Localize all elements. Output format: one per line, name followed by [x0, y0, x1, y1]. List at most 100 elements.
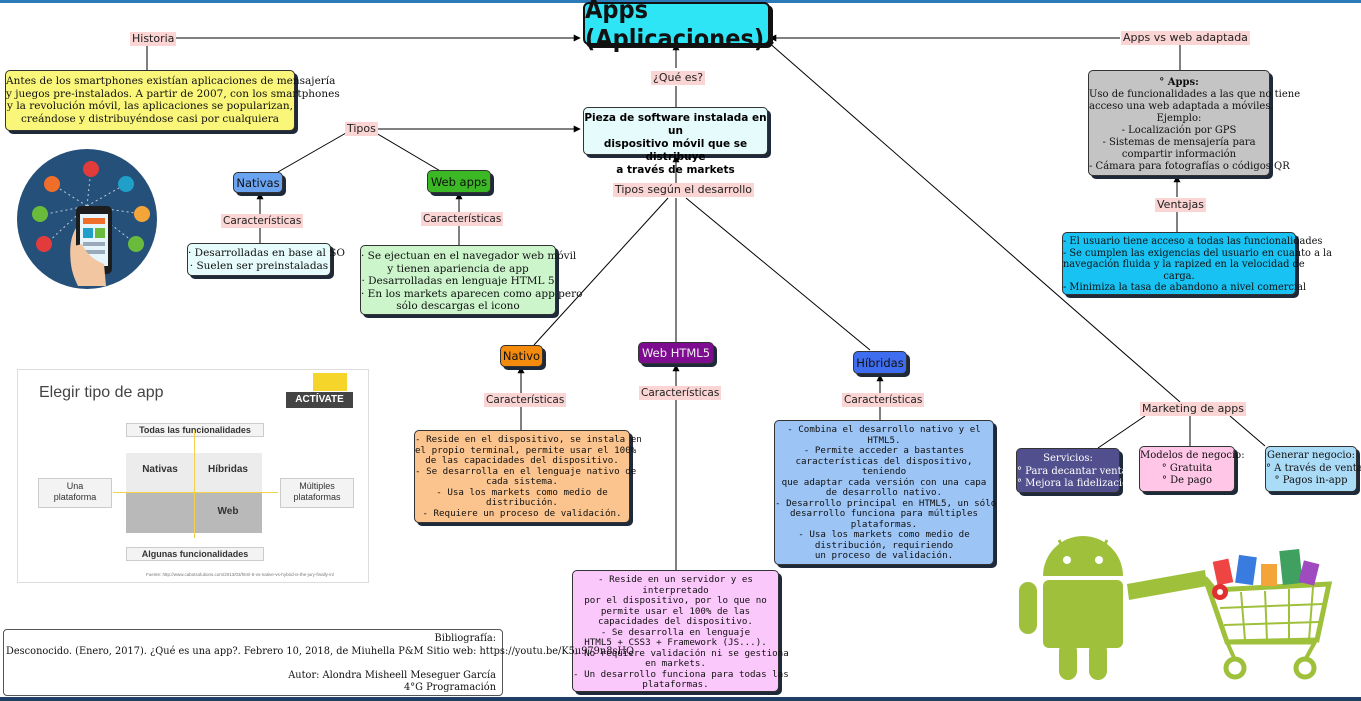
hibridas-line: distribución, requiriendo	[814, 539, 954, 551]
modelos-line: ° De pago	[1161, 475, 1213, 486]
nativo-line: - Reside en el dispositivo, se instala e…	[415, 434, 642, 445]
matrix-title: Elegir tipo de app	[39, 384, 164, 401]
link-label-apps-vs-web: Apps vs web adaptada	[1121, 31, 1250, 45]
matrix-v-axis	[194, 430, 195, 538]
nativo-box: - Reside en el dispositivo, se instala e…	[414, 430, 642, 523]
hibridas-line: un proceso de validación.	[814, 550, 954, 561]
apps-line: Uso de funcionalidades a las que no tien…	[1089, 89, 1301, 100]
hibridas-line: que adaptar cada versión con una capa	[781, 476, 987, 488]
servicios-line: Servicios:	[1043, 453, 1093, 464]
generar-line: Generar negocio:	[1267, 450, 1355, 461]
hibridas-line: características del dispositivo,	[795, 455, 973, 467]
matrix-right-line: Múltiples	[299, 481, 335, 491]
html5-line: - Reside en un servidor y es	[598, 574, 753, 585]
matrix-source: Fuente: http://www.cabotsolutions.com/20…	[146, 572, 335, 577]
bottom-border	[0, 697, 1361, 701]
nativo-line: - Se desarrolla en el lenguaje nativo de	[415, 465, 637, 477]
generar-box: Generar negocio: ° A través de ventas ° …	[1265, 446, 1361, 492]
ventajas-line: - Se cumplen las exigencias del usuario …	[1063, 247, 1332, 259]
bibliografia-autor: Autor: Alondra Misheell Meseguer García	[288, 670, 496, 681]
link-label-ventajas: Ventajas	[1155, 198, 1206, 212]
html5-line: - Un desarrollo funciona para todas las	[573, 668, 789, 680]
nativo-line: cada sistema.	[486, 476, 558, 487]
modelos-box: Modelos de negocio: ° Gratuita ° De pago	[1139, 446, 1245, 492]
apps-box: ° Apps: Uso de funcionalidades a las que…	[1088, 70, 1301, 176]
hibridas-line: plataformas.	[850, 518, 918, 530]
html5-line: por el dispositivo, por lo que no	[584, 595, 767, 606]
historia-box: Antes de los smartphones existían aplica…	[5, 70, 340, 131]
webapps-line: y tienen apariencia de app	[387, 262, 529, 275]
ventajas-line: - Minimiza la tasa de abandono a nivel c…	[1063, 282, 1307, 293]
definicion-line: a través de markets	[616, 164, 735, 176]
historia-line: y la revolución móvil, las aplicaciones …	[7, 100, 293, 112]
node-nativo: Nativo	[500, 345, 543, 367]
webapps-line: · En los markets aparecen como app pero	[361, 287, 583, 300]
nativas-box: · Desarrolladas en base al SO · Suelen s…	[187, 243, 345, 276]
bibliografia-grupo: 4°G Programación	[404, 682, 496, 693]
hibridas-line: - Combina el desarrollo nativo y el	[787, 424, 981, 435]
link-label-caracteristicas-nativas: Características	[221, 214, 304, 228]
historia-line: creándose y distribuyéndose casi por cua…	[20, 112, 280, 125]
matrix-left-line: Una	[66, 481, 84, 491]
hibridas-line: - Desarrollo principal en HTML5, un sólo	[775, 497, 997, 509]
matrix-top-label: Todas las funcionalidades	[126, 423, 264, 437]
generar-line: ° Pagos in-app	[1274, 475, 1348, 486]
generar-line: ° A través de ventas	[1266, 462, 1361, 474]
apps-line: Ejemplo:	[1156, 113, 1202, 124]
node-web-apps: Web apps	[427, 170, 491, 193]
html5-line: en markets.	[645, 658, 706, 669]
link-label-caracteristicas-nativo: Características	[484, 393, 567, 407]
ventajas-line: - El usuario tiene acceso a todas las fu…	[1063, 236, 1323, 247]
hibridas-line: - Usa los markets como medio de	[798, 529, 970, 540]
hibridas-line: HTML5.	[867, 434, 901, 446]
historia-line: Antes de los smartphones existían aplica…	[6, 75, 336, 87]
matrix-left-label: Una plataforma	[38, 478, 112, 508]
node-nativas: Nativas	[233, 172, 283, 193]
definicion-line: dispositivo móvil que se distribuye	[603, 138, 748, 163]
webapps-line: · Desarrolladas en lenguaje HTML 5	[361, 275, 555, 287]
link-label-historia: Historia	[130, 32, 177, 46]
hibridas-box: - Combina el desarrollo nativo y el HTML…	[774, 420, 997, 565]
nativo-line: distribución.	[486, 497, 558, 508]
ventajas-line: carga.	[1163, 270, 1195, 282]
link-label-caracteristicas-webapps: Características	[421, 212, 504, 226]
matrix-cell-web: Web	[217, 506, 239, 517]
apps-line: compartir información	[1121, 149, 1237, 160]
apps-line: - Localización por GPS	[1121, 125, 1237, 136]
matrix-bottom-left-cell	[126, 493, 194, 533]
historia-line: y juegos pre-instalados. A partir de 200…	[6, 87, 340, 100]
webapps-line: sólo descargas el icono	[396, 300, 520, 312]
link-label-que-es: ¿Qué es?	[651, 71, 706, 85]
apps-line: - Sistemas de mensajería para	[1102, 137, 1256, 148]
html5-line: - No requiere validación ni se gestiona	[573, 647, 789, 659]
modelos-line: Modelos de negocio:	[1140, 450, 1245, 461]
html5-line: permite usar el 100% de las	[600, 605, 751, 617]
matrix-badge: ACTÍVATE	[286, 392, 353, 408]
nativo-line: de las capacidades del dispositivo.	[425, 455, 619, 466]
webapps-box: · Se ejectuan en el navegador web móvil …	[360, 245, 583, 315]
smartphone-apps-illustration	[17, 149, 157, 289]
html5-line: plataformas.	[642, 679, 709, 690]
bibliografia-heading: Bibliografía:	[434, 633, 496, 644]
nativo-line: - Requiere un proceso de validación.	[422, 507, 622, 519]
app-type-matrix: Elegir tipo de app ACTÍVATE Todas las fu…	[17, 369, 369, 583]
hibridas-line: desarrollo funciona para múltiples	[789, 508, 979, 519]
node-web-html5: Web HTML5	[638, 342, 714, 364]
link-label-tipos-desarrollo: Tipos según el desarrollo	[613, 183, 755, 197]
link-label-caracteristicas-hibridas: Características	[842, 393, 925, 407]
hibridas-line: teniendo	[861, 466, 907, 477]
hibridas-line: - Permite acceder a bastantes	[803, 445, 965, 456]
bibliografia-reference: Desconocido. (Enero, 2017). ¿Qué es una …	[6, 646, 635, 657]
apps-heading: ° Apps:	[1159, 77, 1199, 88]
html5-box: - Reside en un servidor y es interpretad…	[572, 570, 789, 692]
nativo-line: - Usa los markets como medio de	[436, 486, 608, 498]
matrix-bottom-label: Algunas funcionalidades	[126, 547, 264, 561]
nativas-line: · Desarrolladas en base al SO	[188, 247, 345, 259]
link-label-marketing: Marketing de apps	[1140, 402, 1247, 416]
matrix-cell-hibridas: Híbridas	[207, 464, 248, 475]
matrix-right-label: Múltiples plataformas	[280, 478, 354, 508]
definicion-line: Pieza de software instalada en un	[584, 112, 767, 137]
link-label-caracteristicas-html5: Características	[639, 386, 722, 400]
matrix-badge-sticker	[313, 373, 347, 391]
